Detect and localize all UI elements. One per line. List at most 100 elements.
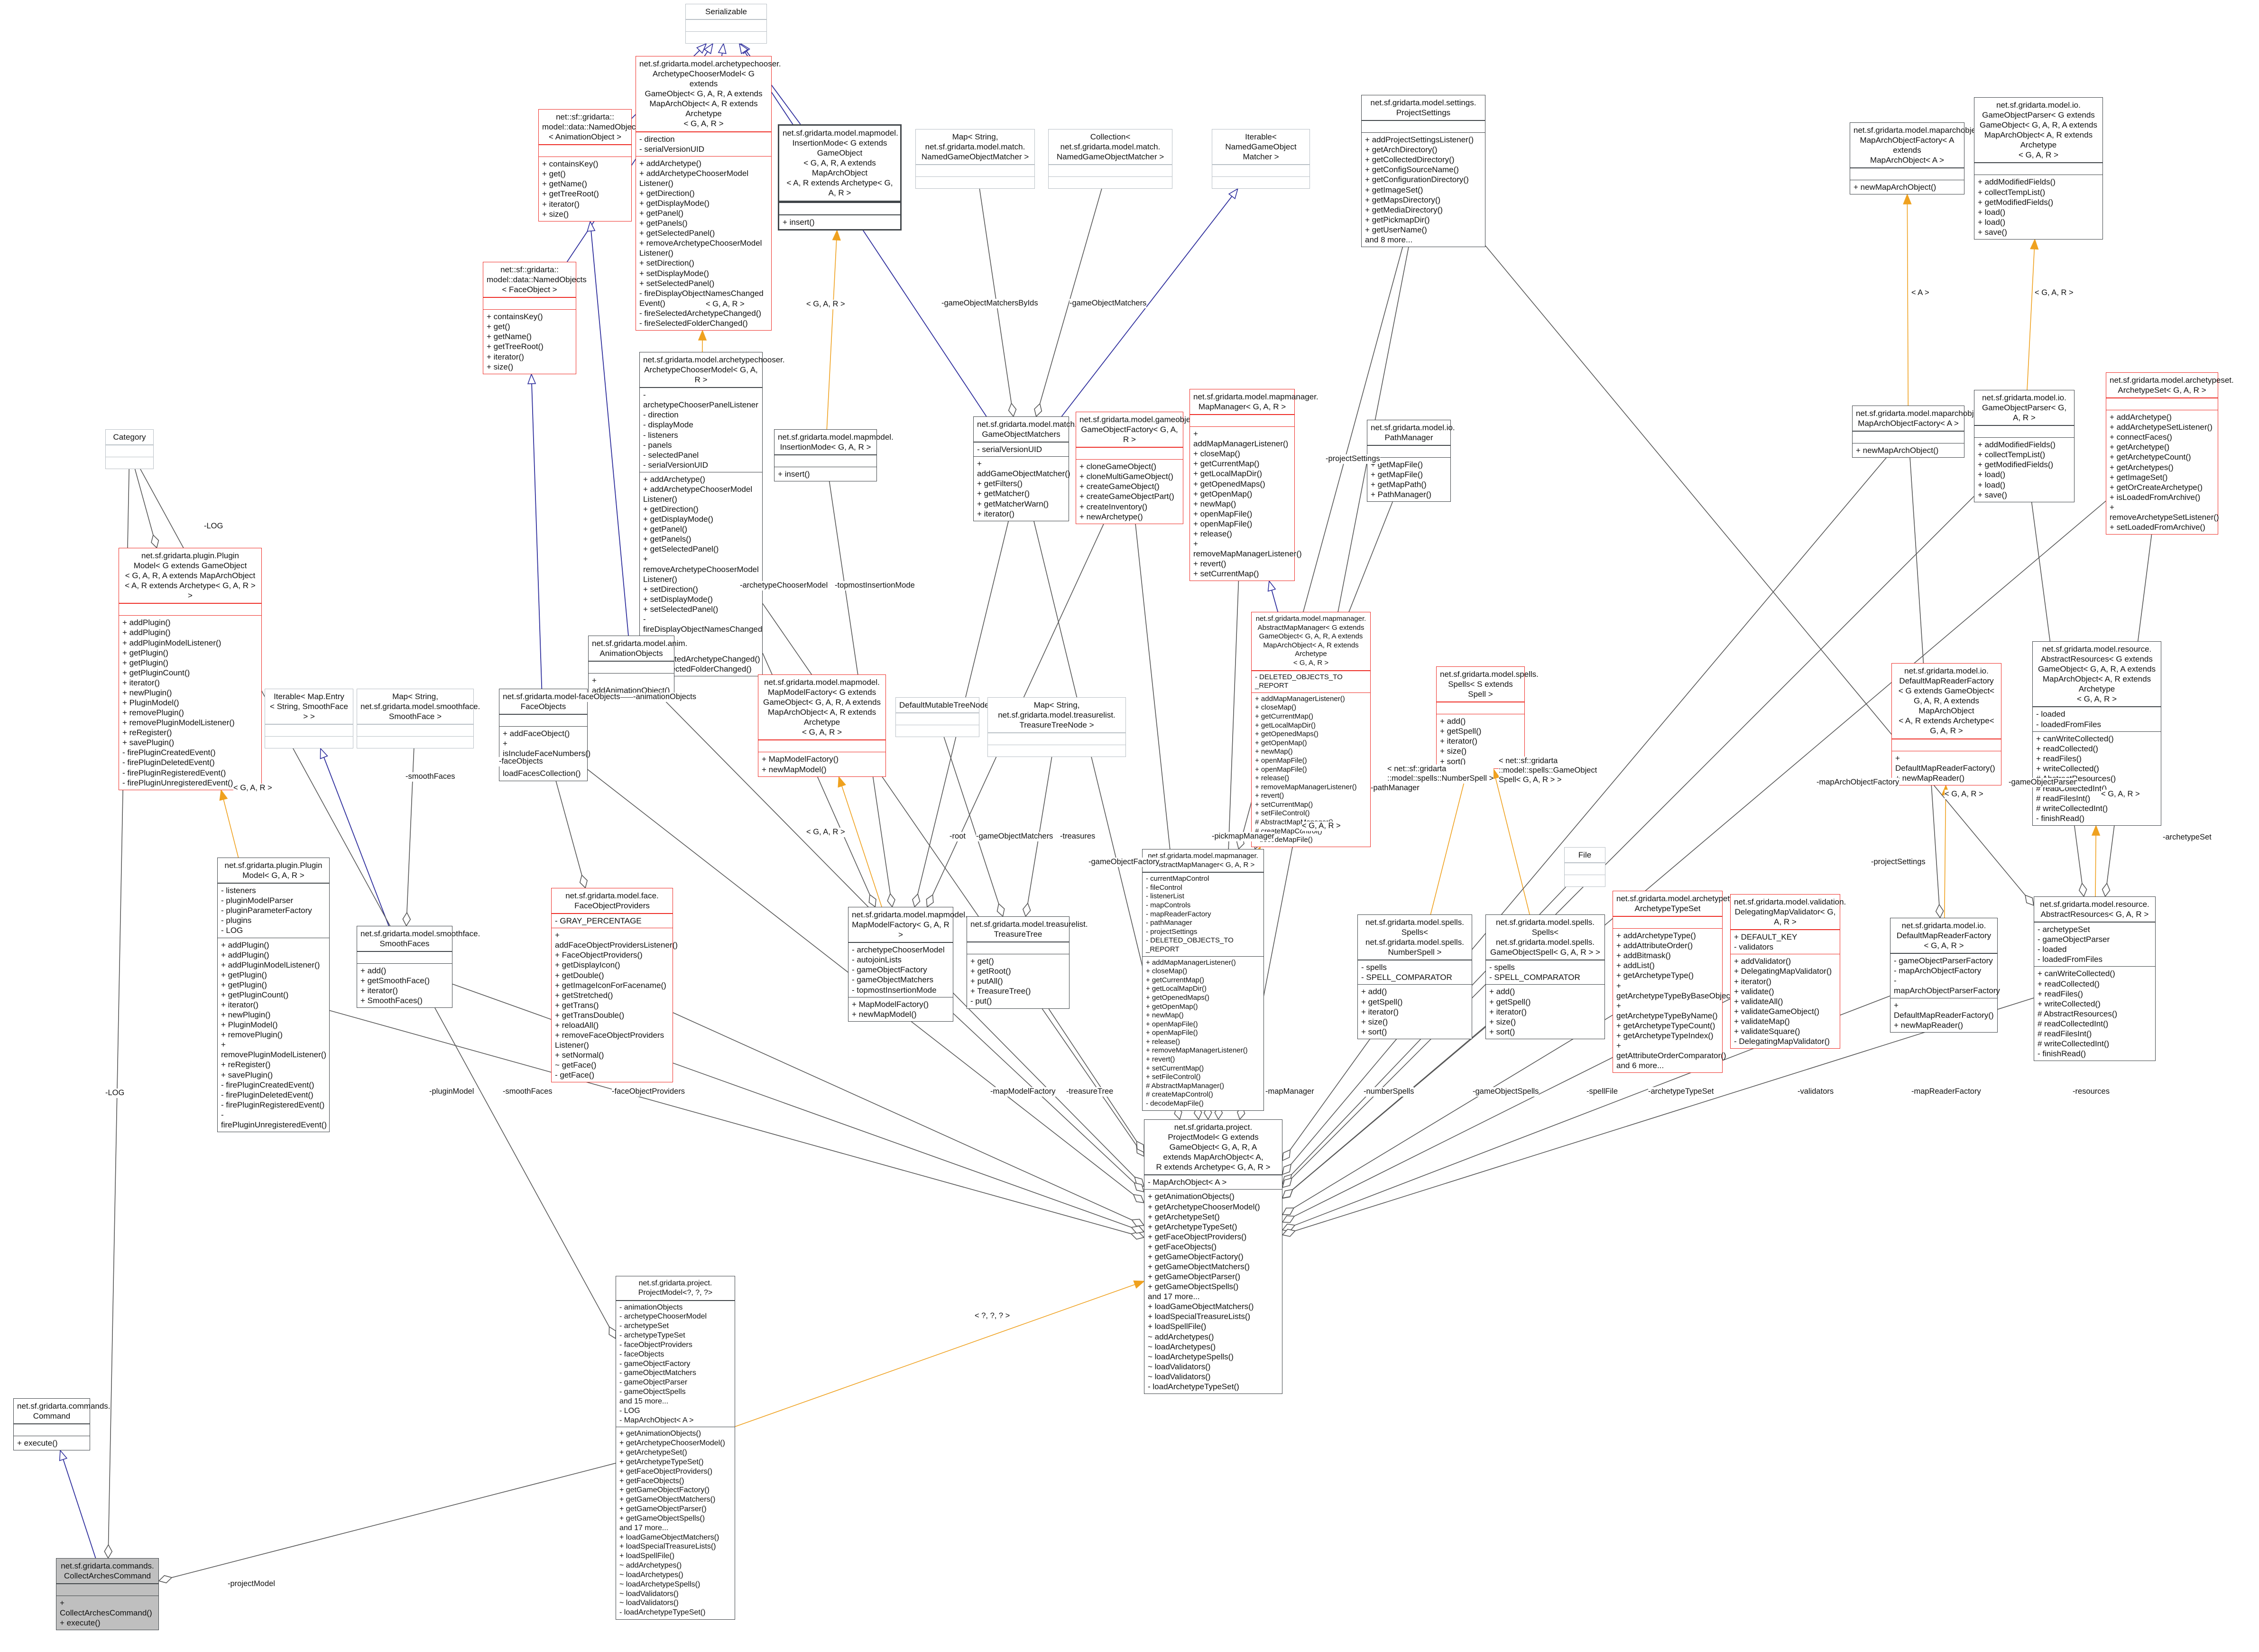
class-box-fop[interactable]: net.sf.gridarta.model.face. FaceObjectPr…: [551, 888, 678, 1083]
class-title: net.sf.gridarta.model.io. DefaultMapRead…: [1890, 918, 1997, 954]
class-box-ao[interactable]: net.sf.gridarta.model.anim. AnimationObj…: [588, 636, 687, 698]
class-box-fo[interactable]: net.sf.gridarta.model.face. FaceObjects+…: [499, 689, 596, 781]
method: # AbstractResources(): [2038, 1009, 2118, 1018]
class-box-plm_g[interactable]: net.sf.gridarta.plugin.Plugin Model< G e…: [119, 548, 262, 790]
class-box-tt[interactable]: net.sf.gridarta.model.treasurelist. Trea…: [967, 916, 1088, 1009]
method: + reloadAll(): [555, 1020, 599, 1030]
class-box-maof[interactable]: net.sf.gridarta.model.maparchobject. Map…: [1852, 406, 1987, 458]
class-box-acm_g[interactable]: net.sf.gridarta.model.archetypechooser. …: [636, 56, 781, 331]
method: + revert(): [1255, 792, 1284, 800]
method: + add(): [1361, 987, 1387, 997]
method: + writeCollected(): [2038, 999, 2101, 1008]
class-box-map_sf[interactable]: Map< String, net.sf.gridarta.model.smoot…: [357, 689, 480, 749]
method: - loadArchetypeTypeSet(): [619, 1608, 706, 1617]
methods-compartment: + insert(): [775, 467, 876, 481]
methods-compartment: + canWriteCollected()+ readCollected()+ …: [2034, 966, 2155, 1061]
method: + setDirection(): [643, 584, 698, 594]
attributes-compartment: [967, 942, 1069, 954]
class-box-im[interactable]: net.sf.gridarta.model.mapmodel. Insertio…: [774, 429, 894, 482]
methods-compartment: [896, 725, 979, 737]
class-box-pmc[interactable]: net.sf.gridarta.project. ProjectModel< G…: [1144, 1119, 1282, 1394]
class-box-dmv[interactable]: net.sf.gridarta.model.validation. Delega…: [1730, 894, 1846, 1049]
edge-label: -LOG: [204, 522, 223, 531]
method: + getSelectedPanel(): [639, 229, 715, 238]
class-box-dmrf[interactable]: net.sf.gridarta.model.io. DefaultMapRead…: [1890, 918, 2000, 1033]
method: + removeFaceObjectProviders Listener(): [555, 1031, 664, 1050]
class-box-cat[interactable]: Category: [105, 429, 154, 470]
class-box-plm[interactable]: net.sf.gridarta.plugin.Plugin Model< G, …: [217, 858, 330, 1133]
class-title: Category: [106, 430, 153, 445]
method: + reRegister(): [221, 1060, 271, 1070]
class-box-mmf_g[interactable]: net.sf.gridarta.model.mapmodel. MapModel…: [758, 674, 886, 777]
method: + addArchetype(): [639, 158, 701, 168]
class-box-mm[interactable]: net.sf.gridarta.model.mapmanager. MapMan…: [1189, 389, 1319, 581]
class-box-col_ngom[interactable]: Collection< net.sf.gridarta.model.match.…: [1048, 129, 1172, 189]
class-box-ares_g[interactable]: net.sf.gridarta.model.resource. Abstract…: [2032, 641, 2161, 826]
method: + getCurrentMap(): [1255, 712, 1313, 720]
class-box-it_ngom[interactable]: Iterable< NamedGameObject Matcher >: [1212, 129, 1310, 189]
class-title: Serializable: [686, 4, 766, 20]
edge-label: -LOG: [105, 1089, 125, 1098]
class-box-dmtn[interactable]: DefaultMutableTreeNode: [895, 697, 989, 738]
class-box-it_me[interactable]: Iterable< Map.Entry < String, SmoothFace…: [265, 689, 353, 749]
class-title: net.sf.gridarta.model.io. GameObjectPars…: [1974, 98, 2102, 163]
method: + setDisplayMode(): [639, 268, 709, 278]
method: + getName(): [542, 179, 587, 189]
methods-compartment: + addProjectSettingsListener()+ getArchD…: [1362, 132, 1485, 247]
class-box-dmrf_g[interactable]: net.sf.gridarta.model.io. DefaultMapRead…: [1891, 663, 2001, 785]
class-box-ats[interactable]: net.sf.gridarta.model.archetypetype. Arc…: [1613, 891, 1745, 1073]
class-box-sp_g[interactable]: net.sf.gridarta.model.spells. Spells< S …: [1436, 666, 1539, 769]
method: + getGameObjectMatchers(): [1148, 1262, 1250, 1272]
class-box-gom[interactable]: net.sf.gridarta.model.match. GameObjectM…: [973, 416, 1077, 521]
class-box-maof_e[interactable]: net.sf.gridarta.model.maparchobject. Map…: [1850, 122, 1984, 195]
class-box-noa[interactable]: net::sf::gridarta:: model::data::NamedOb…: [538, 109, 642, 221]
method: + getArchetypeTypeSet(): [619, 1458, 704, 1466]
class-box-nof[interactable]: net::sf::gridarta:: model::data::NamedOb…: [483, 262, 587, 374]
method: + getOpenMap(): [1193, 489, 1253, 498]
attribute: - currentMapControl: [1146, 875, 1209, 883]
class-box-pmw[interactable]: net.sf.gridarta.project. ProjectModel<?,…: [616, 1276, 735, 1620]
class-box-file[interactable]: File: [1564, 847, 1605, 887]
class-box-mmf[interactable]: net.sf.gridarta.model.mapmodel. MapModel…: [848, 907, 968, 1022]
method: + getModifiedFields(): [1978, 197, 2054, 207]
class-box-map_ttn[interactable]: Map< String, net.sf.gridarta.model.treas…: [987, 697, 1126, 757]
class-box-gof[interactable]: net.sf.gridarta.model.gameobject. GameOb…: [1076, 412, 1199, 524]
method: + getPanels(): [639, 219, 688, 228]
methods-compartment: + newMapArchObject(): [1853, 443, 1964, 457]
class-title: Map< String, net.sf.gridarta.model.treas…: [988, 698, 1125, 733]
edge-label: -numberSpells: [1364, 1087, 1414, 1097]
class-box-amm[interactable]: net.sf.gridarta.model.mapmanager. Abstra…: [1142, 849, 1264, 1111]
attribute: - archetypeChooserModel: [619, 1312, 707, 1321]
class-box-ps[interactable]: net.sf.gridarta.model.settings. ProjectS…: [1361, 95, 1485, 248]
class-box-acm[interactable]: net.sf.gridarta.model.archetypechooser. …: [639, 352, 785, 677]
class-box-sp_ns[interactable]: net.sf.gridarta.model.spells. Spells< ne…: [1357, 914, 1472, 1039]
method: + getMapPath(): [1371, 480, 1427, 489]
class-box-gop[interactable]: net.sf.gridarta.model.io. GameObjectPars…: [1974, 390, 2075, 502]
class-box-ser[interactable]: Serializable: [685, 4, 767, 44]
class-box-amm_g[interactable]: net.sf.gridarta.model.mapmanager. Abstra…: [1251, 612, 1371, 847]
attributes-compartment: - archetypeChooserPanelListener- directi…: [640, 388, 762, 472]
class-box-ares[interactable]: net.sf.gridarta.model.resource. Abstract…: [2034, 896, 2156, 1061]
class-box-pm_io[interactable]: net.sf.gridarta.model.io. PathManager + g…: [1367, 420, 1455, 502]
class-box-map_ngom[interactable]: Map< String, net.sf.gridarta.model.match…: [915, 129, 1035, 189]
class-box-cmd[interactable]: net.sf.gridarta.commands. Command+ execu…: [13, 1398, 111, 1451]
attribute: - loaded: [2036, 710, 2065, 719]
method: - fireSelectedFolderChanged(): [639, 318, 748, 328]
method: + setCurrentMap(): [1255, 800, 1313, 809]
attributes-compartment: - archetypeChooserModel- autojoinLists- …: [848, 942, 953, 997]
method: + newMap(): [1146, 1011, 1184, 1020]
class-title: net.sf.gridarta.model.io. PathManager: [1367, 420, 1455, 446]
edge-label: -treasures: [1060, 832, 1096, 841]
method: + getArchetypeChooserModel(): [1148, 1202, 1260, 1211]
attributes-compartment: [499, 714, 587, 726]
class-box-im_g[interactable]: net.sf.gridarta.model.mapmodel. Insertio…: [778, 124, 902, 231]
class-box-as[interactable]: net.sf.gridarta.model.archetypeset. Arch…: [2106, 372, 2234, 535]
method: + add(): [360, 966, 387, 976]
class-box-sp_gos[interactable]: net.sf.gridarta.model.spells. Spells< ne…: [1485, 914, 1605, 1039]
class-box-cac[interactable]: net.sf.gridarta.commands. CollectArchesC…: [56, 1558, 159, 1631]
method: + getCurrentMap(): [1146, 976, 1204, 984]
class-title: net.sf.gridarta.model.mapmodel. MapModel…: [758, 675, 885, 740]
method: + setLoadedFromArchive(): [2110, 523, 2205, 532]
class-box-gop_e[interactable]: net.sf.gridarta.model.io. GameObjectPars…: [1974, 97, 2103, 240]
class-box-smf[interactable]: net.sf.gridarta.model.smoothface. Smooth…: [357, 926, 480, 1008]
